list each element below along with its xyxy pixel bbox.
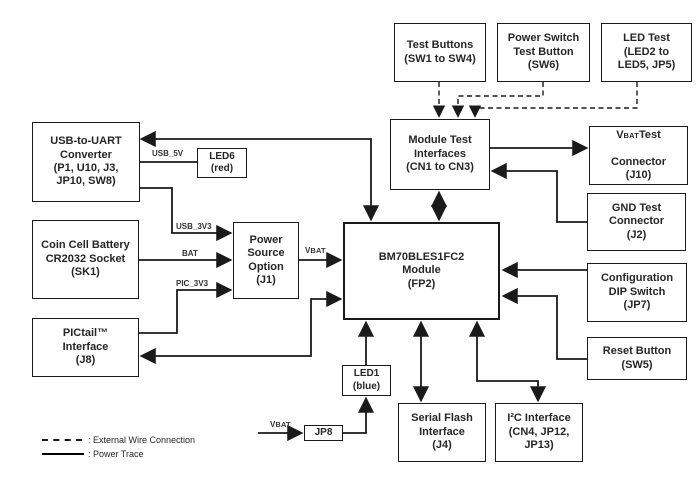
box-led6: LED6 (red) (197, 148, 247, 178)
box-reset-button-label: Reset Button (SW5) (602, 345, 672, 371)
vbat-main-v: V (305, 246, 311, 255)
wire-jp8-led1 (343, 396, 375, 434)
wire-label-usb-5v: USB_5V (152, 149, 184, 158)
box-jp8-label: JP8 (314, 426, 333, 438)
box-usb-uart-label: USB-to-UART Converter (P1, U10, J3, JP10… (50, 135, 122, 188)
box-power-source-option: Power Source Option (J1) (233, 222, 299, 299)
box-led1-label: LED1 (blue) (352, 368, 381, 392)
box-usb-to-uart-converter: USB-to-UART Converter (P1, U10, J3, JP10… (32, 122, 140, 202)
box-reset-button: Reset Button (SW5) (587, 337, 687, 380)
box-test-buttons-label: Test Buttons (SW1 to SW4) (404, 39, 476, 65)
wire-pic3v3 (139, 281, 233, 334)
box-module-test-interfaces: Module Test Interfaces (CN1 to CN3) (390, 119, 490, 190)
box-led-test: LED Test (LED2 to LED5, JP5) (601, 23, 692, 82)
vbat-after: Test (639, 128, 661, 141)
wire-gnd-mti (490, 162, 587, 223)
box-coin-cell-battery: Coin Cell Battery CR2032 Socket (SK1) (32, 220, 139, 299)
vbat-v: V (616, 128, 624, 141)
box-i2c-label: I²C Interface (CN4, JP12, JP13) (507, 412, 571, 452)
wire-label-vbat-jp8: VBAT (270, 420, 291, 429)
wire-reset-module (501, 287, 587, 360)
box-mti-label: Module Test Interfaces (CN1 to CN3) (406, 134, 474, 174)
vbat-jp8-v: V (270, 420, 276, 429)
box-serial-flash-label: Serial Flash Interface (J4) (411, 412, 473, 452)
wire-label-vbat-main: VBAT (305, 246, 326, 255)
box-power-source-label: Power Source Option (J1) (247, 233, 285, 286)
dashed-powerswitch-mti (451, 82, 544, 118)
box-led-test-label: LED Test (LED2 to LED5, JP5) (617, 32, 676, 72)
box-bm70-module: BM70BLES1FC2 Module (FP2) (343, 222, 500, 320)
vbat-main-sub: BAT (310, 246, 326, 255)
legend-dashed-label: : External Wire Connection (88, 435, 196, 445)
wire-label-usb-3v3: USB_3V3 (176, 222, 212, 231)
box-gnd-test-label: GND Test Connector (J2) (609, 201, 664, 241)
legend-solid-line-sample (42, 453, 84, 455)
box-power-switch-test-button: Power Switch Test Button (SW6) (497, 23, 590, 82)
box-test-buttons: Test Buttons (SW1 to SW4) (394, 23, 486, 82)
wire-label-pic-3v3: PIC_3V3 (176, 279, 209, 288)
box-config-dip-label: Configuration DIP Switch (JP7) (600, 272, 674, 312)
box-serial-flash-interface: Serial Flash Interface (J4) (398, 403, 486, 462)
box-configuration-dip-switch: Configuration DIP Switch (JP7) (587, 263, 687, 322)
box-coin-cell-label: Coin Cell Battery CR2032 Socket (SK1) (41, 239, 130, 279)
box-led1: LED1 (blue) (342, 365, 391, 396)
box-led6-label: LED6 (red) (209, 150, 235, 174)
box-jp8: JP8 (304, 425, 343, 441)
dashed-ledtest-mti (468, 82, 638, 118)
vbat-sub: BAT (623, 130, 639, 140)
wire-i2c-module (468, 320, 547, 403)
box-gnd-test-connector: GND Test Connector (J2) (587, 193, 686, 251)
box-power-switch-label: Power Switch Test Button (SW6) (507, 32, 580, 72)
box-pictail-interface: PICtail™ Interface (J8) (32, 318, 139, 377)
legend-solid-label: : Power Trace (88, 449, 144, 459)
wire-label-bat: BAT (182, 249, 198, 258)
box-i2c-interface: I²C Interface (CN4, JP12, JP13) (495, 403, 583, 462)
wire-pictail-module (139, 290, 343, 365)
wire-uart-module (139, 130, 380, 222)
box-pictail-label: PICtail™ Interface (J8) (62, 327, 109, 367)
vbat-jp8-sub: BAT (275, 420, 291, 429)
legend-dashed-line-sample (42, 439, 82, 441)
vbat-test-rest: Connector (J10) (611, 155, 666, 181)
box-bm70-module-label: BM70BLES1FC2 Module (FP2) (378, 250, 465, 290)
wire-usb3v3 (140, 187, 233, 242)
